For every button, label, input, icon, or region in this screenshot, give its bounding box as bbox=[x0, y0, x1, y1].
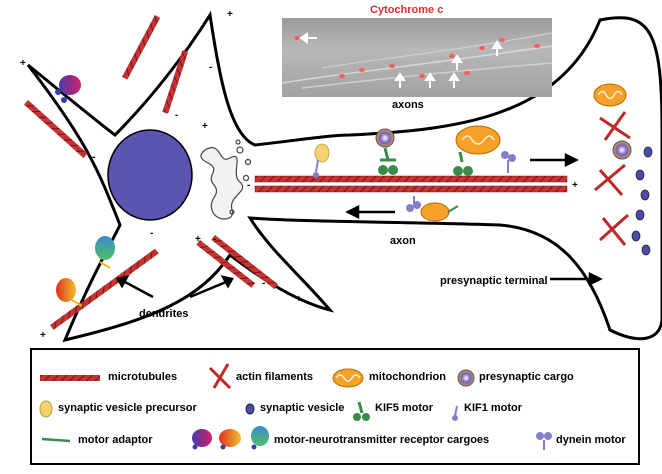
legend-synaptic-vesicle-precursor: synaptic vesicle precursor bbox=[58, 402, 197, 414]
plus-sign: + bbox=[195, 234, 201, 245]
legend-kif1-icon bbox=[452, 405, 458, 421]
minus-sign: - bbox=[175, 110, 178, 121]
microtubules-dendrites bbox=[23, 15, 279, 330]
arrows bbox=[116, 152, 603, 299]
legend-kif1-motor: KIF1 motor bbox=[464, 402, 523, 414]
minus-sign: - bbox=[213, 234, 216, 245]
legend-receptor-icons bbox=[192, 426, 269, 450]
minus-sign: - bbox=[150, 228, 153, 239]
minus-sign: - bbox=[209, 62, 212, 73]
legend-kif5-motor: KIF5 motor bbox=[375, 402, 434, 414]
legend: microtubules actin filaments mitochondri… bbox=[30, 348, 640, 465]
legend-mitochondrion-icon bbox=[332, 368, 364, 388]
axon-label: axon bbox=[390, 235, 416, 247]
plus-sign: + bbox=[20, 58, 26, 69]
legend-microtubule-icon bbox=[40, 375, 100, 381]
micrograph-title: Cytochrome c bbox=[370, 4, 444, 16]
legend-motor-adaptor: motor adaptor bbox=[78, 434, 153, 446]
legend-cargo-icon bbox=[457, 369, 475, 387]
golgi-apparatus bbox=[200, 139, 252, 220]
micrograph-label: axons bbox=[392, 99, 424, 111]
plus-sign: + bbox=[296, 294, 302, 305]
microtubules-axon bbox=[254, 175, 568, 193]
plus-sign: + bbox=[40, 330, 46, 341]
legend-vesicle-icon bbox=[245, 403, 255, 415]
plus-sign: + bbox=[572, 180, 578, 191]
plus-sign: + bbox=[202, 121, 208, 132]
legend-synaptic-vesicle: synaptic vesicle bbox=[260, 402, 345, 414]
legend-mitochondrion: mitochondrion bbox=[369, 371, 446, 383]
cytochrome-c-micrograph bbox=[282, 18, 552, 97]
receptor-cargoes bbox=[55, 75, 115, 307]
legend-receptor-cargoes: motor-neurotransmitter receptor cargoes bbox=[274, 434, 490, 446]
minus-sign: - bbox=[92, 152, 95, 163]
legend-actin-icon bbox=[208, 363, 232, 390]
plus-sign: + bbox=[227, 9, 233, 20]
legend-dynein-motor: dynein motor bbox=[556, 434, 626, 446]
legend-actin-filaments: actin filaments bbox=[236, 371, 314, 383]
legend-adaptor-icon bbox=[41, 437, 71, 443]
minus-sign: - bbox=[247, 180, 250, 191]
nucleus bbox=[107, 129, 193, 221]
legend-dynein-icon bbox=[536, 432, 552, 450]
presynaptic-cargo bbox=[612, 140, 632, 160]
legend-precursor-icon bbox=[39, 400, 53, 418]
dendrites-label: dendrites bbox=[139, 308, 189, 320]
legend-microtubules: microtubules bbox=[108, 371, 178, 383]
mitochondrion bbox=[593, 83, 627, 107]
legend-kif5-icon bbox=[353, 401, 370, 421]
legend-presynaptic-cargo: presynaptic cargo bbox=[479, 371, 574, 383]
synaptic-vesicles bbox=[631, 146, 653, 256]
axon-cargoes bbox=[313, 125, 516, 222]
polarity-marks: + - + - + - - + + - - + - + bbox=[20, 9, 578, 341]
presynaptic-terminal-label: presynaptic terminal bbox=[440, 275, 548, 287]
actin-filaments bbox=[594, 111, 631, 246]
minus-sign: - bbox=[262, 278, 265, 289]
